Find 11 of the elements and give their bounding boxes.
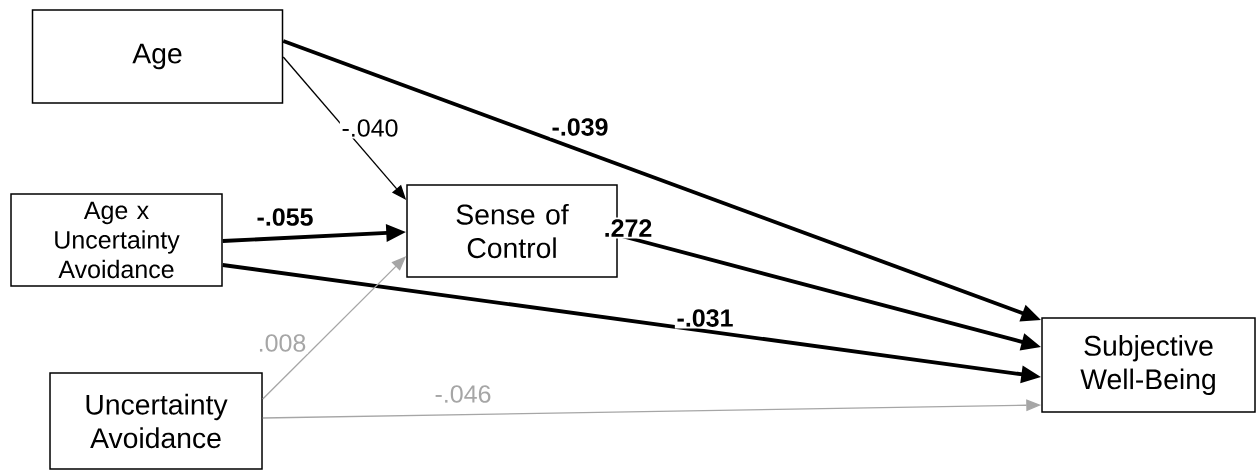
variable-box: Uncertainty Avoidance [49, 372, 263, 470]
edge-label: .008 [256, 332, 308, 354]
edge-label: -.039 [549, 116, 611, 138]
edge-label: -.031 [674, 307, 736, 329]
variable-box: Age x Uncertainty Avoidance [10, 193, 223, 287]
edge-label: -.055 [254, 206, 316, 228]
variable-box: Age [31, 9, 284, 104]
edge-label: -.046 [432, 383, 494, 405]
edge-label: -.040 [339, 117, 401, 139]
variable-box: Subjective Well-Being [1041, 317, 1256, 413]
edge-label: .272 [602, 217, 654, 239]
